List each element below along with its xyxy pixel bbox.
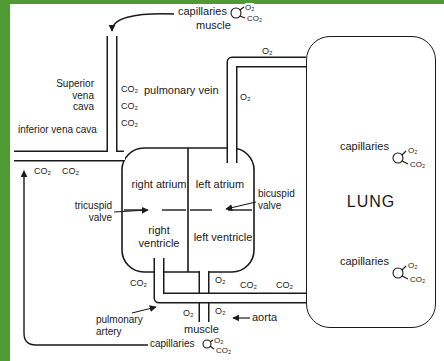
- diagram-label: pulmonary artery: [96, 314, 150, 337]
- diagram-label: O₂: [240, 92, 251, 102]
- slide-border: [0, 0, 10, 361]
- exchange-tick: [402, 161, 408, 164]
- diagram-label: Superior vena cava: [52, 78, 94, 113]
- slide-border: [0, 0, 444, 4]
- leader-arrow: [114, 210, 148, 212]
- chamber-name: left atrium: [196, 178, 244, 191]
- vessel-lumen: [108, 35, 116, 156]
- diagram-label: O₂: [408, 261, 417, 270]
- capillary-circle: [203, 340, 211, 348]
- diagram-label: capillaries: [150, 338, 194, 350]
- heart-chamber: left ventricle: [192, 216, 254, 258]
- blood-vessel: [232, 62, 306, 163]
- exchange-tick: [402, 276, 408, 279]
- diagram-label: O₂: [215, 306, 226, 316]
- capillary-circle: [393, 153, 403, 163]
- diagram-label: CO₂: [121, 118, 138, 128]
- exchange-tick: [210, 346, 214, 349]
- diagram-label: CO₂: [121, 84, 138, 94]
- vessel-lumen: [159, 258, 306, 298]
- vessel-direction: [159, 258, 306, 298]
- diagram-label: CO₂: [34, 166, 51, 176]
- heart-chamber: right atrium: [128, 163, 190, 205]
- diagram-label: CO₂: [130, 278, 147, 288]
- vena-cava: [14, 151, 124, 162]
- exchange-tick: [402, 151, 406, 155]
- diagram-label: pulmonary vein: [144, 84, 219, 97]
- diagram-label: O₂: [215, 275, 226, 285]
- diagram-label: O₂: [183, 308, 194, 318]
- septum: [187, 148, 189, 272]
- flow-arrow: [112, 14, 174, 31]
- lung-organ: LUNG: [306, 36, 436, 328]
- diagram-label: muscle: [196, 19, 231, 32]
- vessel-wall: [232, 62, 306, 163]
- capillary-circle: [231, 8, 241, 18]
- diagram-label: O₂: [245, 3, 254, 12]
- vessel-direction: [232, 62, 306, 163]
- valve-line: [162, 209, 186, 210]
- diagram-label: CO₂: [276, 280, 293, 290]
- blood-vessel: [159, 258, 306, 298]
- capillary-circle: [393, 268, 403, 278]
- diagram-label: aorta: [252, 311, 277, 324]
- exchange-tick: [402, 266, 406, 270]
- diagram-label: capillaries: [178, 5, 227, 18]
- valve-line: [228, 209, 252, 210]
- diagram-label: capillaries: [340, 255, 389, 268]
- diagram-label: capillaries: [340, 140, 389, 153]
- chamber-name: right ventricle: [128, 224, 190, 249]
- diagram-label: CO₂: [121, 101, 138, 111]
- vessel-lumen: [13, 152, 125, 160]
- leader-arrow: [132, 307, 156, 313]
- heart-chamber: left atrium: [192, 163, 248, 205]
- diagram-label: inferior vena cava: [18, 124, 104, 136]
- diagram-label: O₂: [214, 336, 223, 345]
- diagram-label: CO₂: [62, 166, 79, 176]
- diagram-label: CO₂: [240, 280, 257, 290]
- exchange-tick: [240, 16, 245, 18]
- vessel-wall: [159, 258, 306, 298]
- chamber-name: left ventricle: [194, 231, 253, 244]
- exchange-tick: [240, 7, 244, 10]
- leader-arrow: [233, 317, 250, 318]
- diagram-label: CO₂: [247, 14, 262, 23]
- diagram-label: O₂: [262, 46, 273, 56]
- diagram-label: CO₂: [410, 160, 425, 169]
- diagram-label: bicuspid valve: [258, 188, 302, 211]
- leader-arrow: [226, 202, 256, 209]
- diagram-label: O₂: [408, 146, 417, 155]
- diagram-label: tricuspid valve: [56, 200, 112, 223]
- vena-cava: [107, 36, 118, 156]
- valve-line: [190, 209, 212, 210]
- organ-name: LUNG: [307, 193, 435, 211]
- exchange-tick: [210, 340, 213, 342]
- diagram-label: muscle: [184, 323, 219, 336]
- diagram-label: CO₂: [216, 346, 231, 355]
- diagram-label: CO₂: [410, 275, 425, 284]
- heart-chamber: right ventricle: [128, 216, 190, 258]
- chamber-name: right atrium: [131, 178, 186, 191]
- vessel-lumen: [232, 62, 306, 163]
